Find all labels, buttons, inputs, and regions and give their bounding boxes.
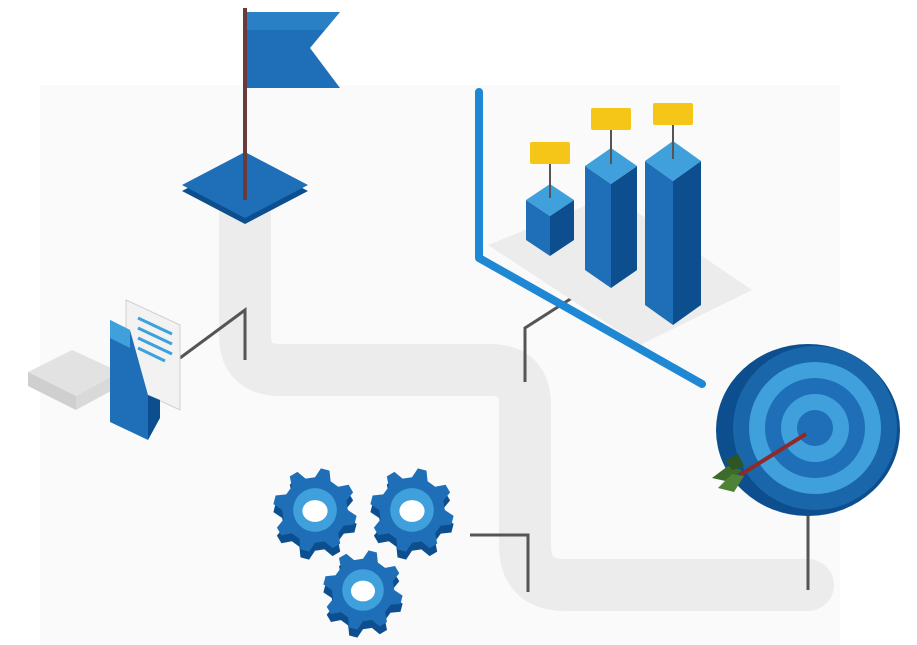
document-lines-icon xyxy=(137,316,173,363)
connector-gears xyxy=(470,533,530,592)
gear-right-icon xyxy=(370,468,454,560)
bar-3 xyxy=(645,103,701,325)
documents-icon xyxy=(28,299,181,440)
arrow-icon xyxy=(712,432,808,492)
bar-label-tag-3 xyxy=(653,103,693,125)
bar-2 xyxy=(585,108,637,288)
roadmap-path xyxy=(219,189,834,611)
bar-chart-icon xyxy=(475,88,752,388)
target-icon xyxy=(712,344,900,516)
connector-documents xyxy=(179,307,247,360)
gear-left-icon xyxy=(273,468,357,560)
flag-icon xyxy=(182,8,340,224)
gears-icon xyxy=(273,468,454,638)
bar-label-tag-1 xyxy=(530,142,570,164)
bar-1 xyxy=(526,142,574,256)
bar-label-tag-2 xyxy=(591,108,631,130)
gear-bottom-icon xyxy=(323,550,403,638)
bars-group xyxy=(526,103,701,325)
